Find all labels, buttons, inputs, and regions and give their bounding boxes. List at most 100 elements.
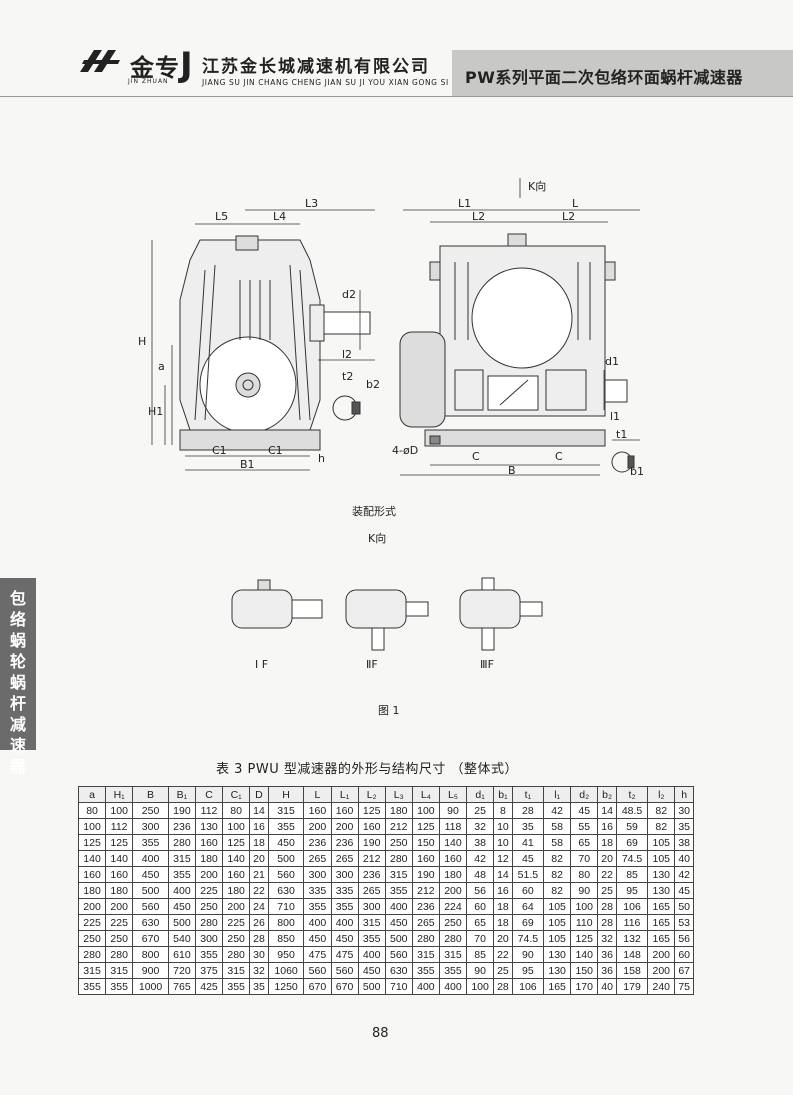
- table-cell: 130: [543, 946, 572, 963]
- table-cell: 250: [132, 802, 169, 819]
- table-cell: 315: [411, 946, 440, 963]
- table-cell: 22: [493, 946, 513, 963]
- table-cell: 130: [543, 962, 572, 979]
- table-cell: 35: [511, 818, 545, 835]
- table-cell: 280: [411, 930, 440, 947]
- table-cell: 500: [384, 930, 413, 947]
- table-cell: 28: [493, 978, 513, 995]
- table-cell: 85: [466, 946, 495, 963]
- table-cell: 355: [132, 834, 169, 851]
- table-cell: 125: [357, 802, 386, 819]
- table-cell: 165: [647, 898, 676, 915]
- table-cell: 560: [330, 962, 359, 979]
- front-view: [399, 233, 635, 473]
- table-header-cell: B₁: [167, 786, 196, 803]
- table-cell: 140: [438, 834, 468, 851]
- table-cell: 720: [167, 962, 196, 979]
- table-cell: 24: [249, 898, 269, 915]
- table-cell: 300: [194, 930, 224, 947]
- table-cell: 710: [267, 898, 305, 915]
- label-C1-right: C1: [268, 444, 283, 457]
- table-cell: 475: [303, 946, 332, 963]
- mounting-variants: I F ⅡF ⅢF 图 1: [231, 577, 543, 717]
- table-cell: 28: [249, 930, 269, 947]
- table-cell: 105: [543, 914, 572, 931]
- table-cell: 180: [384, 802, 413, 819]
- table-cell: 200: [303, 818, 332, 835]
- table-cell: 180: [105, 882, 134, 899]
- table-cell: 630: [267, 882, 305, 899]
- label-H: H: [138, 335, 146, 348]
- table-cell: 22: [249, 882, 269, 899]
- label-L5: L5: [215, 210, 228, 223]
- table-cell: 41: [511, 834, 545, 851]
- table-cell: 500: [267, 850, 305, 867]
- table-cell: 355: [411, 962, 440, 979]
- table-cell: 315: [105, 962, 134, 979]
- header-bracket: J: [180, 45, 193, 85]
- table-cell: 38: [466, 834, 495, 851]
- label-C1-left: C1: [212, 444, 227, 457]
- table-cell: 80: [222, 802, 251, 819]
- table-cell: 165: [647, 914, 676, 931]
- table-cell: 450: [330, 930, 359, 947]
- table-cell: 45: [511, 850, 545, 867]
- table-cell: 355: [330, 898, 359, 915]
- table-cell: 160: [438, 850, 468, 867]
- table-cell: 90: [511, 946, 545, 963]
- table-cell: 42: [674, 866, 694, 883]
- table-cell: 82: [647, 818, 676, 835]
- table-cell: 16: [597, 818, 617, 835]
- table-cell: 280: [384, 850, 413, 867]
- table-cell: 315: [222, 962, 251, 979]
- table-cell: 65: [570, 834, 599, 851]
- table-cell: 125: [411, 818, 440, 835]
- table-cell: 16: [249, 818, 269, 835]
- table-cell: 475: [330, 946, 359, 963]
- table-cell: 90: [570, 882, 599, 899]
- table-cell: 82: [647, 802, 676, 819]
- label-d1: d1: [605, 355, 619, 368]
- table-cell: 20: [249, 850, 269, 867]
- table-cell: 112: [105, 818, 134, 835]
- table-cell: 130: [194, 818, 224, 835]
- table-cell: 148: [615, 946, 649, 963]
- table-cell: 100: [570, 898, 599, 915]
- table-cell: 116: [615, 914, 649, 931]
- table-cell: 50: [674, 898, 694, 915]
- table-cell: 125: [222, 834, 251, 851]
- table-cell: 630: [132, 914, 169, 931]
- label-holes: 4-øD: [392, 444, 418, 457]
- table-cell: 190: [357, 834, 386, 851]
- table-cell: 315: [167, 850, 196, 867]
- table-cell: 160: [357, 818, 386, 835]
- table-cell: 400: [132, 850, 169, 867]
- table-cell: 450: [357, 962, 386, 979]
- label-B1: B1: [240, 458, 255, 471]
- side-view: [179, 235, 371, 451]
- table-cell: 375: [194, 962, 224, 979]
- assembly-caption: 装配形式: [352, 505, 396, 518]
- table-cell: 69: [615, 834, 649, 851]
- table-cell: 45: [570, 802, 599, 819]
- table-cell: 900: [132, 962, 169, 979]
- table-cell: 18: [597, 834, 617, 851]
- table-cell: 450: [167, 898, 196, 915]
- table-cell: 160: [105, 866, 134, 883]
- table-header-cell: B: [132, 786, 169, 803]
- table-cell: 265: [357, 882, 386, 899]
- label-l1: l1: [610, 410, 620, 423]
- table-cell: 85: [615, 866, 649, 883]
- table-cell: 670: [303, 978, 332, 995]
- table-cell: 56: [674, 930, 694, 947]
- table-header-cell: D: [249, 786, 269, 803]
- table-header-cell: C: [194, 786, 224, 803]
- table-cell: 132: [615, 930, 649, 947]
- table-cell: 130: [647, 882, 676, 899]
- table-cell: 1250: [267, 978, 305, 995]
- table-header-cell: L₅: [438, 786, 468, 803]
- table-cell: 212: [357, 850, 386, 867]
- label-k-direction-top: K向: [528, 179, 546, 193]
